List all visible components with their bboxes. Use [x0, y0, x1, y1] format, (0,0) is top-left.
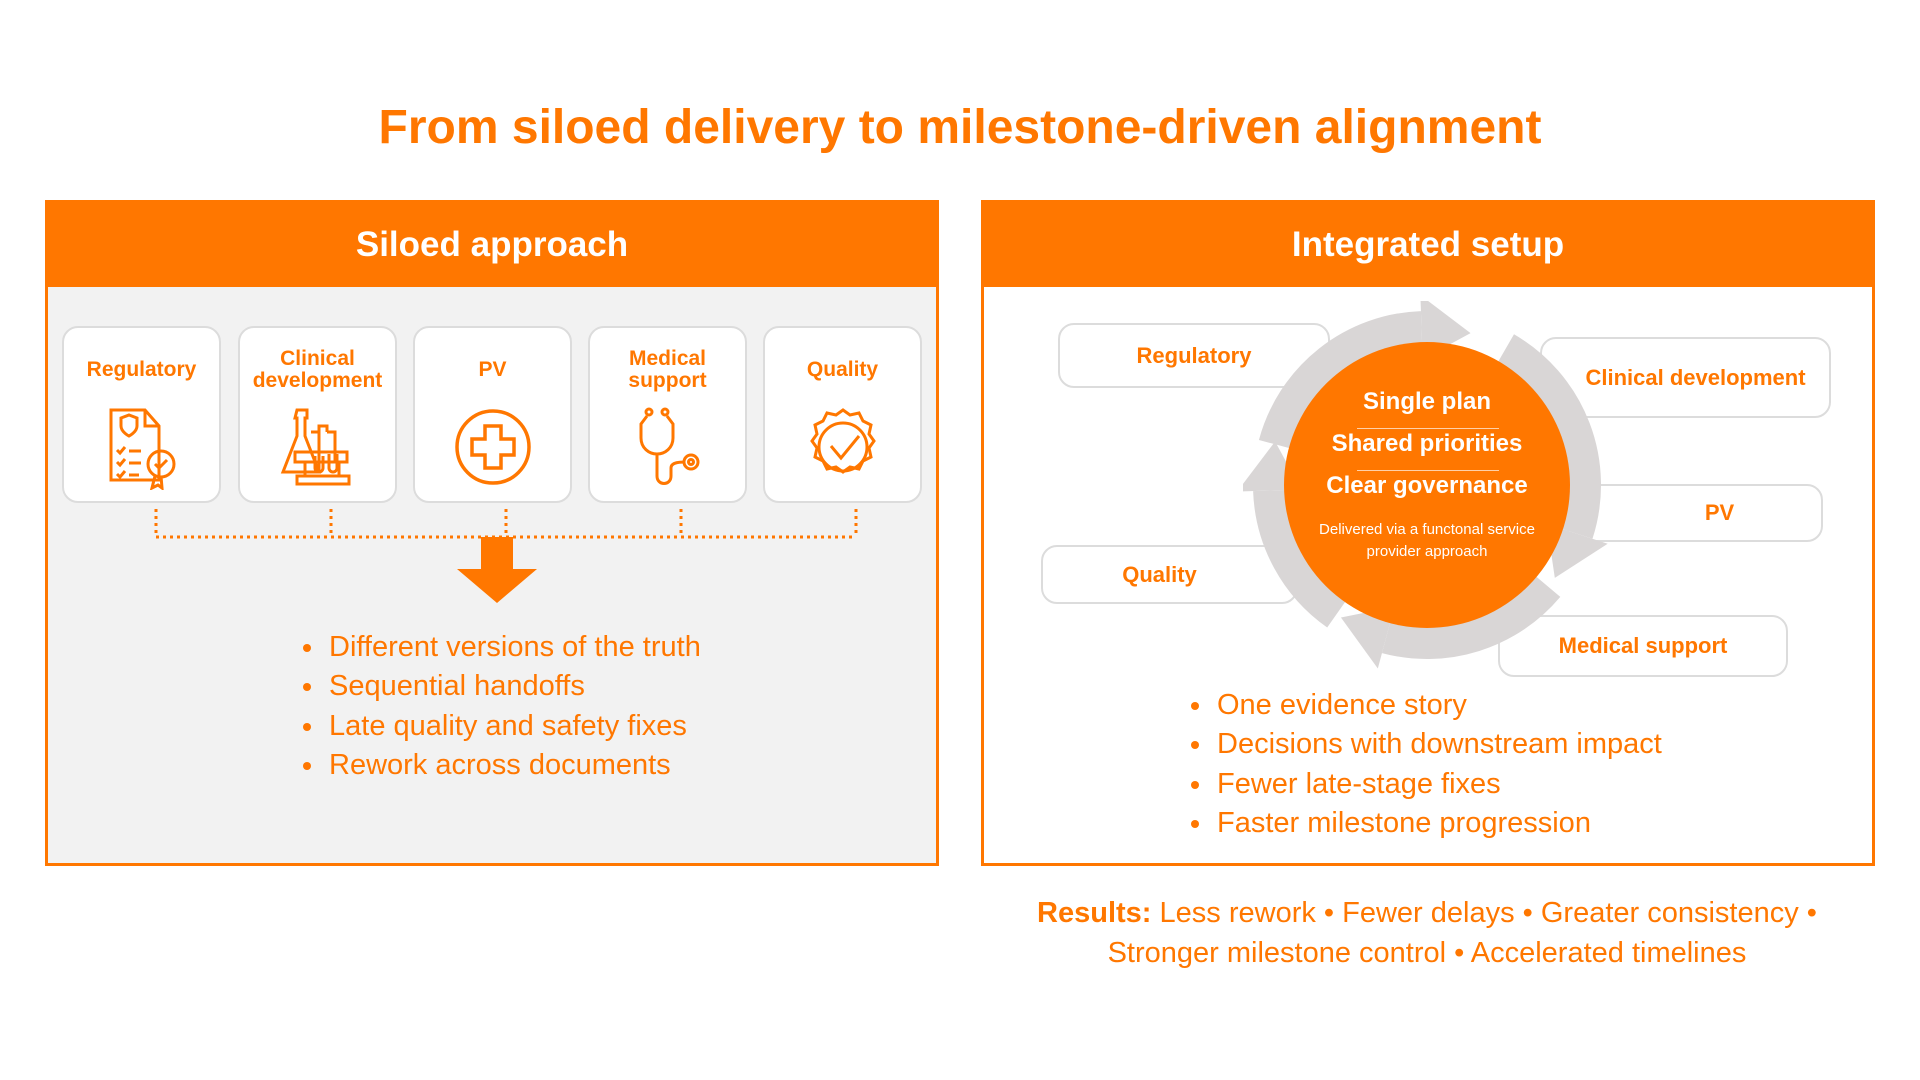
card-label: Quality	[806, 358, 879, 381]
list-item: Decisions with downstream impact	[1191, 725, 1662, 764]
siloed-approach-panel: Siloed approach Regulatory Clinical deve…	[45, 200, 939, 866]
card-regulatory: Regulatory	[62, 326, 221, 503]
center-shared-priorities: Shared priorities	[1331, 430, 1523, 457]
card-medical-support: Medical support	[588, 326, 747, 503]
page-title: From siloed delivery to milestone-driven…	[378, 101, 1542, 154]
document-shield-badge-icon	[109, 408, 175, 492]
center-single-plan: Single plan	[1362, 388, 1491, 415]
card-label: Regulatory	[86, 358, 197, 381]
results-summary: Results: Less rework • Fewer delays • Gr…	[980, 893, 1874, 973]
card-pv: PV	[413, 326, 572, 503]
card-label: Clinical development	[252, 347, 383, 392]
center-circle	[1284, 342, 1570, 628]
down-arrow-icon	[457, 537, 537, 603]
results-line1: Less rework • Fewer delays • Greater con…	[1159, 897, 1817, 929]
function-label: PV	[1704, 500, 1735, 525]
lab-flask-tubes-icon	[280, 408, 350, 486]
list-item: Rework across documents	[303, 746, 701, 785]
card-quality: Quality	[763, 326, 922, 503]
cycle-arc	[1497, 334, 1601, 539]
function-label: Quality	[1122, 561, 1197, 587]
list-item: Sequential handoffs	[303, 667, 701, 706]
list-item: One evidence story	[1191, 686, 1662, 725]
siloed-bullet-list: Different versions of the truth Sequenti…	[303, 628, 701, 785]
function-medical-support: Medical support	[1498, 615, 1788, 677]
list-item: Late quality and safety fixes	[303, 707, 701, 746]
divider	[1357, 470, 1499, 471]
center-note: Delivered via a functonal service provid…	[1319, 521, 1535, 560]
function-clinical-development: Clinical development	[1540, 337, 1831, 418]
list-item: Faster milestone progression	[1191, 804, 1662, 843]
integrated-panel-header: Integrated setup	[984, 203, 1872, 287]
medical-cross-icon	[454, 409, 531, 485]
function-label: Medical support	[1558, 633, 1728, 658]
card-clinical-development: Clinical development	[238, 326, 397, 503]
stethoscope-icon	[639, 407, 699, 485]
cycle-arrowhead-icon	[1546, 523, 1608, 578]
function-pv: PV	[1566, 484, 1823, 542]
integrated-bullet-list: One evidence story Decisions with downst…	[1191, 686, 1662, 843]
cycle-arc	[1381, 576, 1561, 659]
siloed-panel-header: Siloed approach	[48, 203, 936, 287]
function-label: Regulatory	[1136, 342, 1252, 368]
card-label: Medical support	[628, 347, 707, 392]
divider	[1357, 428, 1499, 429]
card-label: PV	[478, 358, 507, 381]
list-item: Different versions of the truth	[303, 628, 701, 667]
center-clear-governance: Clear governance	[1326, 472, 1528, 499]
cycle-arc	[1258, 311, 1423, 449]
function-quality: Quality	[1041, 545, 1298, 604]
quality-check-seal-icon	[809, 408, 876, 474]
cycle-diagram	[1243, 301, 1608, 669]
function-regulatory: Regulatory	[1058, 323, 1330, 388]
cycle-arc	[1253, 489, 1346, 628]
function-label: Clinical development	[1585, 364, 1806, 390]
results-line2: Stronger milestone control • Accelerated…	[1107, 937, 1747, 969]
converging-connector	[154, 509, 858, 603]
list-item: Fewer late-stage fixes	[1191, 765, 1662, 804]
cycle-arrowhead-icon	[1340, 606, 1395, 669]
results-label: Results:	[1037, 897, 1152, 929]
